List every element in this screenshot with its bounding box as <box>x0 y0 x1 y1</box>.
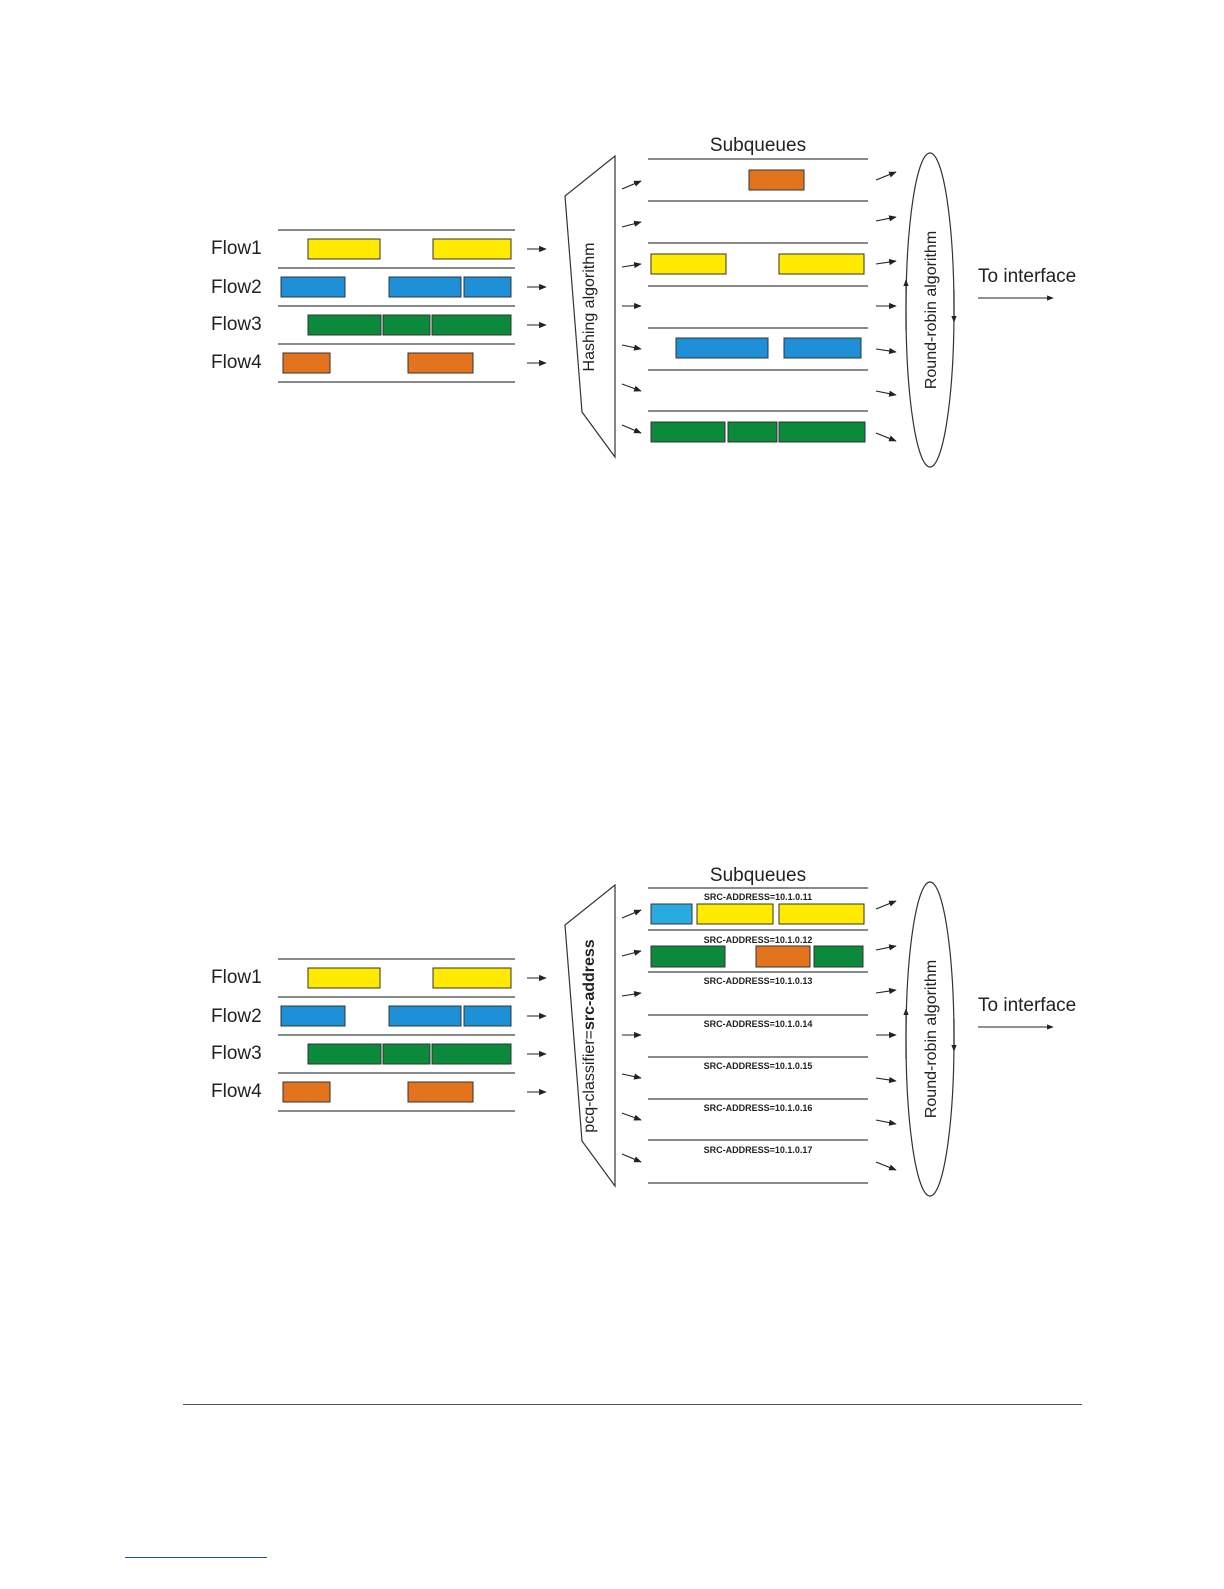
input-arrows <box>527 245 547 367</box>
packet <box>407 352 474 374</box>
packet <box>431 1043 512 1065</box>
packet <box>463 1005 512 1027</box>
hashing-box <box>564 154 616 459</box>
packet <box>783 337 862 359</box>
hashing-algorithm-label: Hashing algorithm <box>581 243 598 372</box>
packet <box>307 967 381 989</box>
packet <box>463 276 512 298</box>
subqueue-packets <box>650 903 865 968</box>
flow-label: Flow3 <box>211 314 262 335</box>
packet <box>307 314 382 336</box>
subqueue-address-label: SRC-ADDRESS=10.1.0.12 <box>704 935 813 945</box>
subqueue-address-label: SRC-ADDRESS=10.1.0.11 <box>704 892 812 902</box>
subqueue-rules <box>648 158 868 412</box>
subqueue-labels: SRC-ADDRESS=10.1.0.11 SRC-ADDRESS=10.1.0… <box>704 892 813 1155</box>
rr-in-arrows <box>875 171 897 442</box>
flow-packets <box>280 967 512 1103</box>
packet <box>388 276 462 298</box>
subqueue-address-label: SRC-ADDRESS=10.1.0.13 <box>704 976 813 986</box>
packet <box>382 1043 431 1065</box>
packet <box>307 238 381 260</box>
rr-in-arrows <box>875 900 897 1171</box>
classifier-out-arrows <box>621 909 642 1163</box>
packet <box>407 1081 474 1103</box>
flow-label: Flow4 <box>211 1081 262 1102</box>
packet <box>778 903 865 925</box>
packet <box>650 903 693 925</box>
footer-divider <box>183 1404 1082 1405</box>
round-robin-label: Round-robin algorithm <box>923 960 940 1118</box>
flow-label: Flow1 <box>211 967 262 988</box>
packet <box>675 337 769 359</box>
subqueue-packets <box>650 169 866 443</box>
diagram-hashing: Subqueues Flow1 Flow2 Flow3 Flow4 <box>211 135 1076 468</box>
subqueue-address-label: SRC-ADDRESS=10.1.0.16 <box>704 1103 813 1113</box>
packet <box>382 314 431 336</box>
flow-label: Flow1 <box>211 238 262 259</box>
subqueue-address-label: SRC-ADDRESS=10.1.0.17 <box>704 1145 813 1155</box>
classifier-label-bold: src-address <box>581 939 598 1030</box>
classifier-out-arrows <box>621 180 642 434</box>
subqueues-label: Subqueues <box>710 865 806 886</box>
subqueue-address-label: SRC-ADDRESS=10.1.0.15 <box>704 1061 813 1071</box>
packet <box>307 1043 382 1065</box>
to-interface-label: To interface <box>978 266 1076 287</box>
packet <box>431 314 512 336</box>
flow-label: Flow4 <box>211 352 262 373</box>
flow-rules <box>278 958 515 1112</box>
flow-label: Flow2 <box>211 277 262 298</box>
classifier-label-plain: pcq-classifier= <box>581 1030 598 1133</box>
packet <box>388 1005 462 1027</box>
packet <box>813 945 864 968</box>
packet <box>432 967 512 989</box>
pcq-classifier-label: pcq-classifier=src-address <box>581 939 598 1133</box>
packet <box>650 945 726 968</box>
packet <box>280 1005 346 1027</box>
packet <box>432 238 512 260</box>
flow-packets <box>280 238 512 374</box>
packet <box>778 421 866 443</box>
diagram-pcq: Subqueues Flow1 Flow2 Flow3 Flow4 <box>211 865 1076 1197</box>
packet <box>650 421 726 443</box>
packet <box>282 1081 331 1103</box>
flow-label: Flow3 <box>211 1043 262 1064</box>
input-arrows <box>527 974 547 1096</box>
flow-rules <box>278 229 515 383</box>
packet <box>748 169 805 191</box>
round-robin-label: Round-robin algorithm <box>923 231 940 389</box>
packet <box>650 253 727 275</box>
packet <box>280 276 346 298</box>
subqueue-address-label: SRC-ADDRESS=10.1.0.14 <box>704 1019 813 1029</box>
packet <box>696 903 774 925</box>
flow-label: Flow2 <box>211 1006 262 1027</box>
packet <box>778 253 865 275</box>
footnote-divider <box>125 1557 267 1558</box>
pcq-classifier-box <box>564 883 616 1188</box>
subqueues-label: Subqueues <box>710 135 806 156</box>
packet <box>755 945 811 968</box>
to-interface-label: To interface <box>978 995 1076 1016</box>
packet <box>727 421 778 443</box>
subqueue-rules <box>648 887 868 1184</box>
packet <box>282 352 331 374</box>
